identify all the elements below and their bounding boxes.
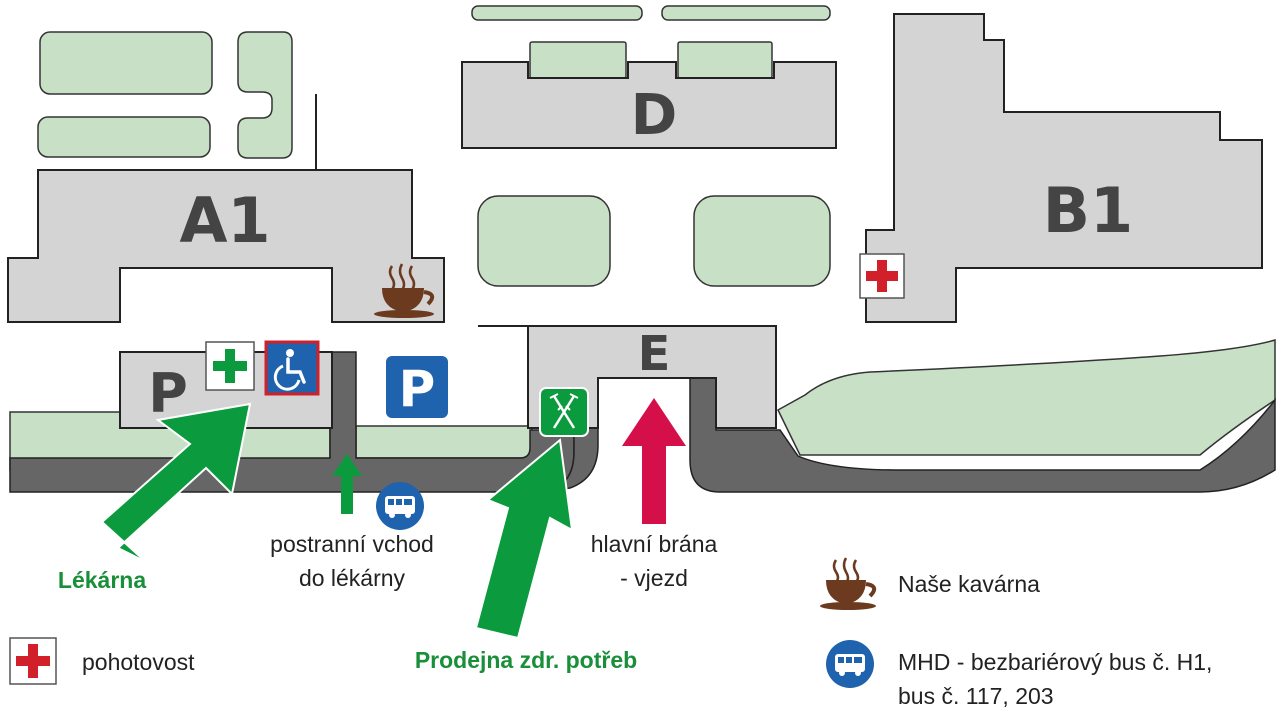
legend-red-cross-icon [9,637,57,685]
legend-coffee-cup-icon [820,557,877,610]
legend-cafe-label: Naše kavárna [898,571,1040,597]
legend-bus-label-line1: MHD - bezbariérový bus č. H1, [898,649,1212,675]
side-entrance-label-line1: postranní vchod [270,531,434,557]
building-b1 [865,13,1263,323]
wheelchair-icon [264,340,320,396]
pharmacy-arrow [100,402,252,563]
building-label-e: E [638,326,671,382]
building-a1 [7,169,445,323]
green-area [237,31,293,159]
green-area [471,5,643,21]
legend: Naše kavárna pohotovost MHD - bezbariéro… [9,557,1212,709]
building-d [461,61,837,149]
building-label-d: D [631,83,677,148]
parking-sign-label: P [399,360,436,418]
pharmacy-label: Lékárna [58,567,146,593]
green-areas [9,5,1276,471]
side-entrance-label-line2: do lékárny [299,565,406,591]
legend-emergency-label: pohotovost [82,649,195,675]
medical-shop-arrow [474,438,574,640]
legend-bus-icon [826,640,874,688]
green-area [677,41,773,79]
green-area [37,116,211,158]
bus-icon [376,482,424,530]
green-area [477,195,611,287]
buildings [7,13,1263,429]
building-label-a1: A1 [179,184,270,257]
side-entrance-arrow [332,454,362,514]
main-gate-label-line2: - vjezd [620,565,688,591]
green-area [355,425,533,459]
building-label-p: P [148,362,188,425]
medical-shop-label: Prodejna zdr. potřeb [415,647,637,673]
green-area [777,339,1276,456]
parking-icon: P [386,356,448,418]
green-area [39,31,213,95]
crutches-icon [539,387,589,437]
main-gate-arrow [622,398,686,524]
road [689,377,1276,493]
main-gate-label-line1: hlavní brána [591,531,718,557]
green-area [529,41,627,79]
building-label-b1: B1 [1043,174,1133,247]
legend-bus-label-line2: bus č. 117, 203 [898,683,1054,709]
green-area [693,195,831,287]
pharmacy-cross-icon [205,341,255,391]
red-cross-icon [859,253,905,299]
green-area [661,5,831,21]
coffee-cup-icon [374,263,435,318]
